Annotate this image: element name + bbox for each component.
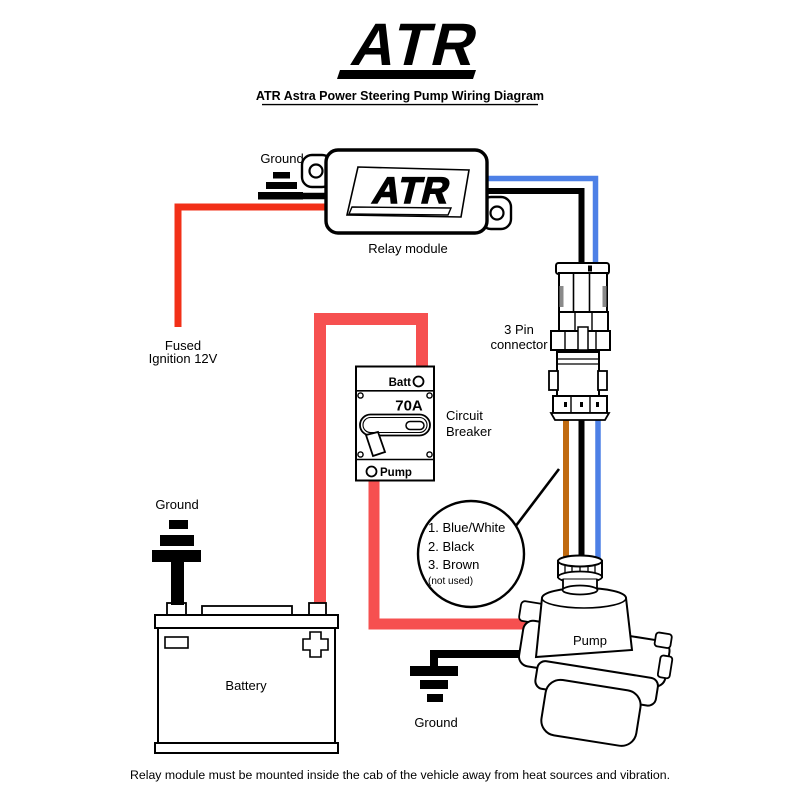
- breaker-batt-terminal: [412, 375, 425, 388]
- callout-bubble: [416, 499, 526, 609]
- battery-lid: [154, 614, 339, 629]
- callout-item-1: 1. Blue/White: [428, 520, 505, 535]
- pump-ground-label: Ground: [414, 715, 457, 730]
- circuit-breaker: Batt 70A Pump: [355, 365, 435, 482]
- relay-ground-label: Ground: [260, 151, 303, 166]
- pump-ground-symbol: [410, 666, 458, 702]
- battery-ground-symbol: [152, 520, 201, 605]
- battery-label: Battery: [225, 678, 267, 693]
- battery-to-breaker-wire: [314, 313, 428, 608]
- breaker-pump-label: Pump: [380, 467, 412, 479]
- battery-base: [154, 742, 339, 754]
- battery-plus-mark: [302, 631, 329, 658]
- atr-logo-underline: [337, 70, 476, 79]
- relay-tab-hole-top: [308, 163, 324, 179]
- relay-module: ATR: [300, 148, 513, 235]
- circuit-breaker-label-2: Breaker: [446, 424, 492, 439]
- pump-assembly: Pump: [518, 554, 674, 747]
- relay-black-wire: [487, 188, 585, 266]
- fused-ignition-label-1: Fused: [165, 338, 201, 353]
- pump-motor: [540, 678, 642, 747]
- breaker-rating: 70A: [395, 398, 423, 415]
- ignition-wire: [174, 203, 327, 327]
- fused-ignition-label-2: Ignition 12V: [149, 351, 218, 366]
- pump-cap: [557, 554, 603, 596]
- relay-logo-frame: [345, 166, 470, 218]
- page-title: ATR Astra Power Steering Pump Wiring Dia…: [256, 89, 544, 103]
- callout-item-2: 2. Black: [428, 539, 475, 554]
- battery: Battery: [154, 602, 339, 754]
- breaker-lever-handle: [364, 430, 387, 458]
- circuit-breaker-label-1: Circuit: [446, 408, 483, 423]
- connector-label-1: 3 Pin: [504, 322, 534, 337]
- callout-note: (not used): [428, 576, 473, 587]
- callout-item-3: 3. Brown: [428, 557, 479, 572]
- relay-tab-hole-bottom: [489, 205, 505, 221]
- breaker-batt-label: Batt: [389, 377, 412, 389]
- three-pin-connector: [548, 262, 611, 421]
- pump-ground-wire: [430, 650, 527, 667]
- battery-minus-mark: [164, 636, 189, 649]
- pump-label: Pump: [573, 633, 607, 648]
- relay-logo-underline: [347, 206, 453, 216]
- relay-ground-symbol: [258, 172, 303, 200]
- breaker-to-pump-wire: [368, 480, 531, 630]
- atr-logo-text: ATR: [345, 11, 487, 78]
- connector-label-2: connector: [490, 337, 548, 352]
- relay-module-label: Relay module: [368, 241, 448, 256]
- breaker-lever-slot: [405, 420, 425, 431]
- callout-pointer-line: [510, 468, 561, 532]
- footer-note: Relay module must be mounted inside the …: [130, 768, 670, 782]
- breaker-pump-terminal: [365, 465, 378, 478]
- relay-blue-wire: [487, 175, 599, 266]
- battery-ground-label: Ground: [155, 497, 198, 512]
- relay-logo-text: ATR: [369, 170, 456, 211]
- atr-logo: ATR: [337, 11, 487, 79]
